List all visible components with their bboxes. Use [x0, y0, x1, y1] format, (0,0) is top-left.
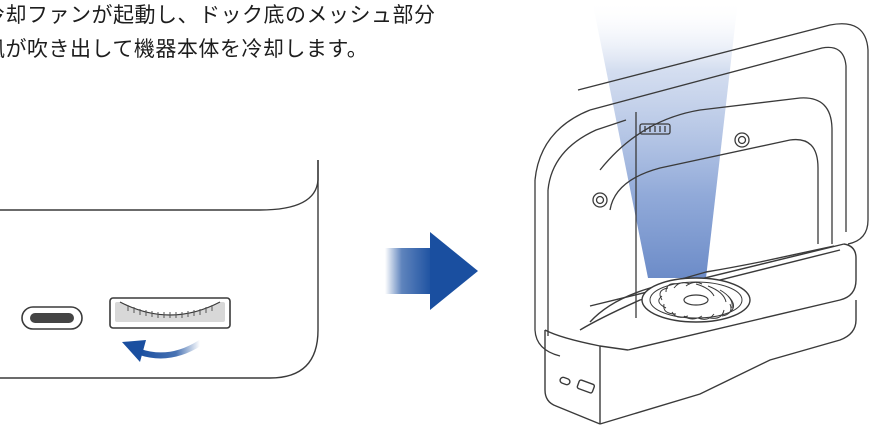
dock-port-icons: [559, 376, 596, 394]
curved-arrow-left-icon: [122, 340, 203, 362]
dial-knob: [109, 297, 231, 329]
usb-c-port-icon: [21, 306, 83, 330]
dock-with-device: [534, 0, 869, 425]
instruction-line-2: 風が吹き出して機器本体を冷却します。: [0, 37, 369, 61]
right-arrow-icon: [385, 232, 478, 310]
air-flow: [592, 0, 738, 278]
dock-side-closeup: [0, 160, 319, 379]
fan-icon: [641, 277, 751, 323]
instruction-line-1: 冷却ファンが起動し、ドック底のメッシュ部分: [0, 3, 436, 27]
instruction-text: 冷却ファンが起動し、ドック底のメッシュ部分 風が吹き出して機器本体を冷却します。: [0, 0, 520, 66]
